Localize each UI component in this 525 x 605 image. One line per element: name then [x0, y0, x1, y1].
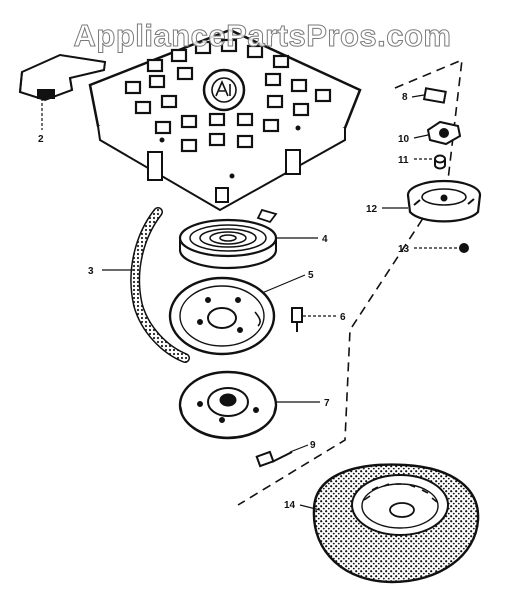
- watermark-logo: AppliancePartsPros.com: [73, 18, 452, 54]
- leader-lines: [41, 94, 460, 511]
- washer-part: [434, 154, 446, 170]
- callout-12: 12: [366, 204, 378, 215]
- assembly-boundary-line: [237, 58, 463, 506]
- pawl-part: [422, 87, 447, 104]
- callout-5: 5: [308, 270, 314, 281]
- callout-3: 3: [88, 266, 94, 277]
- callout-10: 10: [398, 134, 410, 145]
- retainer-part: [426, 120, 462, 146]
- callout-4: 4: [322, 234, 328, 245]
- starter-cup-part: [312, 463, 480, 584]
- spring-part: [178, 208, 278, 270]
- cup-part: [406, 179, 482, 223]
- callout-14: 14: [284, 500, 296, 511]
- callout-2: 2: [38, 134, 44, 145]
- callout-11: 11: [398, 155, 409, 166]
- bolt-part: [255, 450, 293, 468]
- small-screw-part: [459, 243, 469, 253]
- callout-7: 7: [324, 398, 330, 409]
- handle-part: [18, 53, 107, 102]
- callout-8: 8: [402, 92, 408, 103]
- housing-part: [88, 28, 362, 212]
- rope-part: [130, 207, 190, 363]
- callout-numbers: 2 3 4 5 6 7 8 9 10 11 12 13 14: [38, 92, 410, 511]
- callout-6: 6: [340, 312, 346, 323]
- pulley-part: [178, 370, 278, 440]
- screw-part: [291, 307, 303, 332]
- callout-13: 13: [398, 244, 410, 255]
- callout-9: 9: [310, 440, 316, 451]
- plate-part: [168, 276, 276, 356]
